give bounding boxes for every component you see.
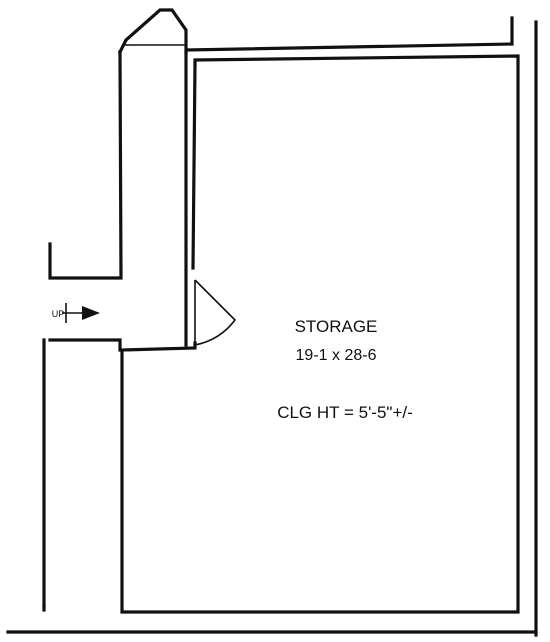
room-wall-top-right [120,54,520,614]
stair-up-label: UP [52,309,65,319]
door-swing-arc [194,279,237,346]
room-wall-left-upper [191,62,197,270]
storage-room-walls [120,54,520,614]
door [194,279,237,346]
ceiling-height: CLG HT = 5'-5"+/- [277,403,413,422]
corridor-bottom-wall [48,338,122,352]
chase-cap-outline [117,8,188,55]
chase-cap [117,8,188,55]
room-dimensions: 19-1 x 28-6 [296,347,377,364]
chase-left-wall [48,50,123,280]
corridor-walls [42,50,188,612]
room-name: STORAGE [295,317,378,336]
outer-wall-top-right [185,16,514,52]
room-labels: STORAGE 19-1 x 28-6 CLG HT = 5'-5"+/- [277,317,413,422]
stair-arrow: UP [52,303,100,323]
outer-walls [6,16,538,637]
stair-arrow-head [82,306,100,320]
